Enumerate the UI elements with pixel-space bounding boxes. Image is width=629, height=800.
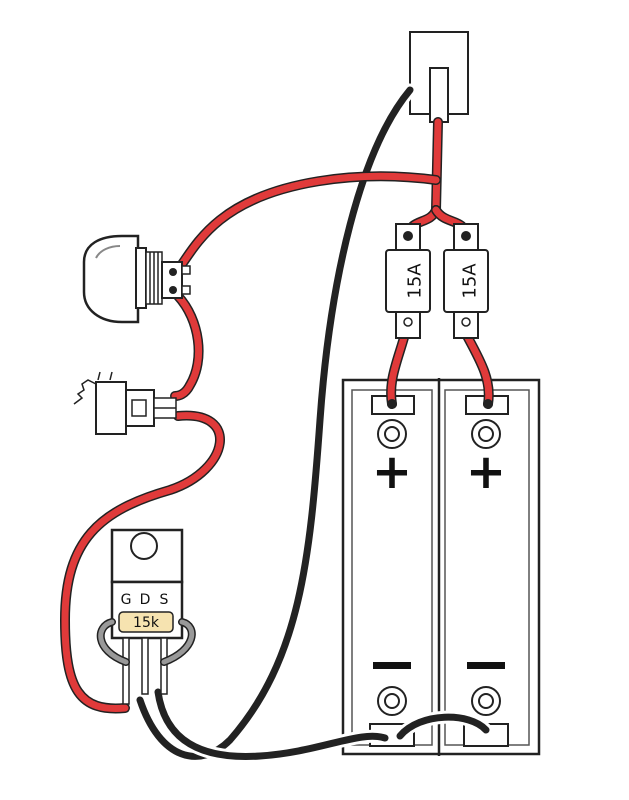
mosfet-leg-drain (141, 637, 149, 695)
fuse-body-left (385, 249, 431, 313)
switch-to-connector-wire (171, 292, 203, 400)
connector-plug (73, 371, 177, 435)
push-button-switch (82, 234, 191, 324)
mosfet-mounting-hole (130, 532, 158, 560)
battery-sled: + + (341, 378, 541, 756)
switch-thread (145, 251, 163, 305)
negative-jumper-wire (396, 713, 490, 740)
plus-symbol-left: + (372, 444, 412, 500)
fuse-to-battery-wire-right (462, 330, 493, 408)
minus-symbol-left (373, 662, 411, 669)
ground-wire-510 (136, 86, 414, 760)
switch-terminal-bottom (169, 286, 177, 294)
black-wires (133, 83, 493, 763)
mosfet-leg-source (160, 637, 168, 695)
fuse-body-right (443, 249, 489, 313)
mosfet-pin-label-d: D (140, 592, 151, 608)
resistor-lead-right (161, 619, 195, 665)
mosfet-pin-label-g: G (121, 592, 132, 608)
gate-wire (61, 412, 224, 712)
mosfet-leg-gate (122, 637, 130, 705)
fuse-right: 15A (443, 223, 489, 339)
switch-button-cap (82, 234, 140, 324)
switch-feed-wire (172, 172, 440, 276)
connector-body-left (95, 381, 127, 435)
minus-symbol-right (467, 662, 505, 669)
fuse-to-battery-wire-left (387, 330, 409, 408)
fuse-rating-left: 15A (405, 263, 426, 299)
510-connector (409, 31, 469, 123)
positive-wire-510 (432, 118, 442, 214)
resistor-lead-left (98, 619, 129, 665)
510-connector-pin (429, 67, 449, 123)
switch-terminal-top (169, 268, 177, 276)
plus-symbol-right: + (466, 444, 506, 500)
mosfet-pin-label-s: S (160, 592, 169, 608)
resistor-value-label: 15k (133, 615, 160, 631)
resistor-body (118, 611, 174, 633)
drain-wire (154, 688, 389, 760)
fuse-left: 15A (385, 223, 431, 339)
fuse-rating-right: 15A (460, 263, 481, 299)
battery-sled-outline (341, 378, 541, 756)
mosfet-to220: G D S 15k (96, 528, 196, 705)
